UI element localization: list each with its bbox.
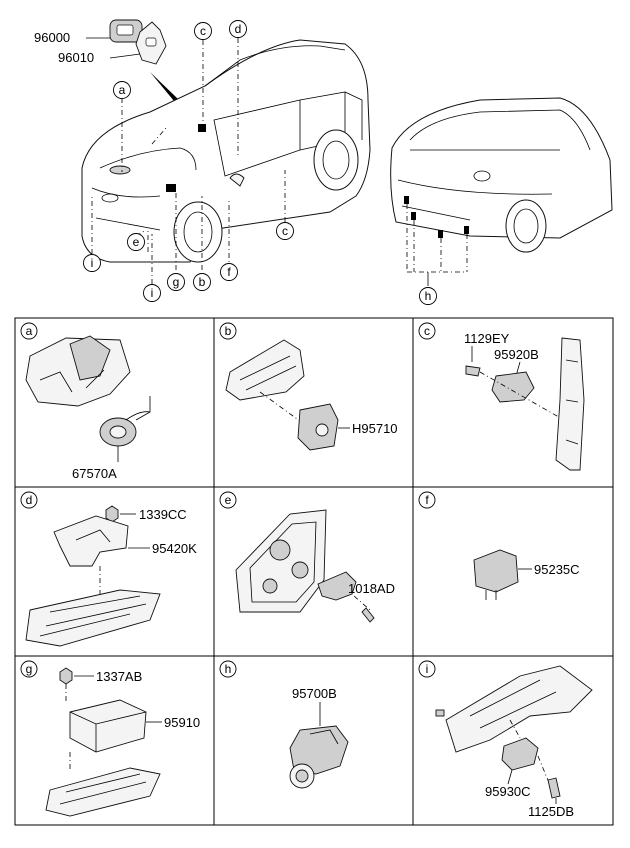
callout-g-letter: g: [173, 275, 180, 289]
callout-g: g: [167, 273, 185, 291]
key-fob-part-number-96000: 96000: [34, 30, 70, 45]
callout-leaders: [91, 38, 286, 284]
callout-i-left: i: [83, 254, 101, 272]
cell-f: f 95235C: [418, 491, 580, 600]
part-number-1129EY: 1129EY: [464, 331, 510, 346]
callout-h: h: [419, 287, 437, 305]
callout-e-letter: e: [133, 235, 140, 249]
cell-g-letter: g: [26, 662, 33, 676]
parts-grid: [14, 317, 614, 826]
key-fob-illustration: [86, 19, 167, 65]
cell-h-letter: h: [225, 662, 232, 676]
callout-i2-letter: i: [151, 286, 154, 300]
part-number-95700B: 95700B: [292, 686, 337, 701]
callout-c-side: c: [276, 222, 294, 240]
cell-f-letter: f: [425, 493, 429, 507]
callout-d: d: [229, 20, 247, 38]
callout-f-letter: f: [227, 265, 231, 279]
cell-e-letter: e: [225, 493, 232, 507]
callout-h-letter: h: [425, 289, 432, 303]
callout-c2-letter: c: [282, 224, 288, 238]
part-number-1018AD: 1018AD: [348, 581, 395, 596]
callout-d-letter: d: [235, 22, 242, 36]
cell-d: d 1339CC 95420K: [20, 491, 197, 647]
part-number-1125DB: 1125DB: [528, 804, 574, 819]
part-number-H95710: H95710: [352, 421, 398, 436]
part-number-1339CC: 1339CC: [139, 507, 187, 522]
part-number-67570A: 67570A: [72, 466, 117, 481]
part-number-95920B: 95920B: [494, 347, 539, 362]
part-number-1337AB: 1337AB: [96, 669, 142, 684]
callout-c-top: c: [194, 22, 212, 40]
cell-a: a 67570A: [20, 322, 151, 481]
callout-c-letter: c: [200, 24, 206, 38]
callout-e: e: [127, 233, 145, 251]
key-fob-part-number-96010: 96010: [58, 50, 94, 65]
cell-i: i 95930C 1125DB: [418, 660, 593, 819]
rear-car-illustration: [390, 97, 613, 286]
cell-c-letter: c: [424, 324, 430, 338]
cell-g: g 1337AB 95910: [20, 660, 200, 817]
cell-c: c 1129EY 95920B: [418, 322, 585, 471]
callout-a-letter: a: [119, 83, 126, 97]
callout-b: b: [193, 273, 211, 291]
cell-b-letter: b: [225, 324, 232, 338]
callout-i-bottom: i: [143, 284, 161, 302]
callout-a: a: [113, 81, 131, 99]
cell-h: h 95700B: [219, 660, 349, 789]
part-number-95235C: 95235C: [534, 562, 580, 577]
cell-e: e 1018AD: [219, 491, 395, 623]
cell-b: b H95710: [219, 322, 398, 451]
part-number-95930C: 95930C: [485, 784, 531, 799]
callout-i-letter: i: [91, 256, 94, 270]
part-number-95420K: 95420K: [152, 541, 197, 556]
front-car-illustration: [81, 39, 371, 263]
cell-a-letter: a: [26, 324, 33, 338]
cell-d-letter: d: [26, 493, 33, 507]
callout-f: f: [220, 263, 238, 281]
overview: 96000 96010: [34, 19, 613, 305]
part-number-95910: 95910: [164, 715, 200, 730]
cell-i-letter: i: [426, 662, 429, 676]
callout-b-letter: b: [199, 275, 206, 289]
